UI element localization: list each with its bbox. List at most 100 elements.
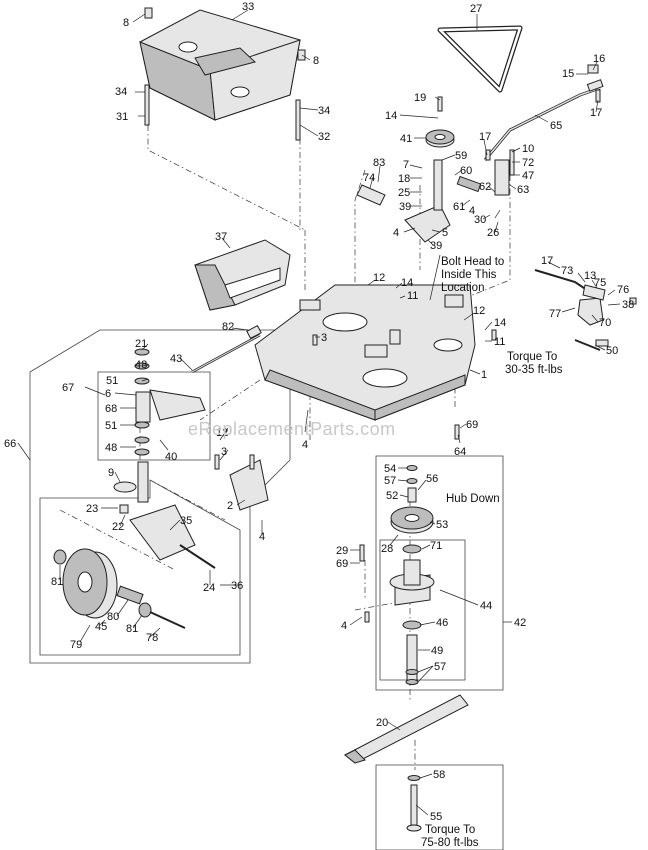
- callout-21: 21: [135, 338, 147, 350]
- callout-63: 63: [517, 184, 529, 196]
- callout-22: 22: [112, 521, 124, 533]
- spindle-pulley: [390, 465, 434, 534]
- mower-blade: [344, 694, 469, 764]
- callout-6: 6: [105, 388, 111, 400]
- callout-9: 9: [108, 467, 114, 479]
- callout-50: 50: [606, 345, 618, 357]
- callout-43: 43: [170, 353, 182, 365]
- callout-15: 15: [562, 68, 574, 80]
- callout-60: 60: [460, 165, 472, 177]
- note-hub-down: Hub Down: [446, 493, 500, 505]
- callout-33: 33: [242, 1, 254, 13]
- note-torque-30-line1: Torque To: [507, 351, 557, 363]
- callout-2: 2: [227, 500, 233, 512]
- callout-12: 12: [216, 427, 228, 439]
- callout-labels: 8 33 27 8 16 15 17 34 19 14 31 34 32 65 …: [4, 1, 634, 823]
- callout-37: 37: [215, 231, 227, 243]
- callout-28: 28: [381, 543, 393, 555]
- callout-11: 11: [407, 290, 418, 302]
- hardware-bolts: [119, 7, 637, 623]
- drive-belt: [437, 25, 523, 93]
- callout-72: 72: [522, 157, 534, 169]
- callout-55: 55: [430, 811, 442, 823]
- callout-78: 78: [146, 632, 158, 644]
- callout-34: 34: [115, 86, 127, 98]
- callout-66: 66: [4, 438, 16, 450]
- callout-25: 25: [398, 187, 410, 199]
- watermark: eReplacementParts.com: [188, 419, 396, 439]
- group-boxes: [29, 329, 504, 850]
- callout-27: 27: [470, 3, 482, 15]
- note-bolt-head-line2: Inside This: [441, 269, 497, 281]
- callout-81: 81: [126, 623, 138, 635]
- blade-bolt: [406, 775, 422, 832]
- callout-5: 5: [442, 227, 448, 239]
- callout-80: 80: [107, 611, 119, 623]
- callout-67: 67: [62, 382, 74, 394]
- callout-76: 76: [617, 284, 629, 296]
- callout-44: 44: [480, 600, 492, 612]
- caster-wheel: [53, 548, 186, 629]
- callout-8: 8: [123, 17, 129, 29]
- callout-18: 18: [398, 173, 410, 185]
- callout-29: 29: [336, 545, 348, 557]
- note-torque-30-line2: 30-35 ft-lbs: [505, 364, 563, 376]
- callout-73: 73: [561, 265, 573, 277]
- callout-3: 3: [221, 446, 227, 458]
- idler-arm-assembly: [356, 159, 510, 243]
- callout-68: 68: [105, 403, 117, 415]
- callout-17: 17: [479, 131, 491, 143]
- assembly-notes: Bolt Head to Inside This Location Torque…: [421, 256, 563, 849]
- callout-30: 30: [474, 214, 486, 226]
- callout-4: 4: [259, 531, 265, 543]
- callout-38: 38: [622, 299, 634, 311]
- callout-1: 1: [481, 369, 487, 381]
- callout-16: 16: [593, 53, 605, 65]
- callout-13: 13: [584, 270, 596, 282]
- callout-7: 7: [403, 159, 409, 171]
- lift-rod: [191, 324, 262, 374]
- idler-pulley: [425, 129, 455, 148]
- mower-deck: [254, 284, 476, 421]
- callout-23: 23: [86, 503, 98, 515]
- callout-77: 77: [549, 308, 561, 320]
- callout-17: 17: [590, 107, 602, 119]
- callout-49: 49: [431, 645, 443, 657]
- callout-47: 47: [522, 170, 534, 182]
- callout-32: 32: [318, 131, 330, 143]
- callout-4: 4: [393, 227, 399, 239]
- callout-54: 54: [384, 463, 396, 475]
- note-torque-75-line1: Torque To: [425, 824, 475, 836]
- callout-12: 12: [473, 305, 485, 317]
- deck-bracket: [229, 459, 269, 511]
- callout-11: 11: [494, 336, 505, 348]
- callout-79: 79: [70, 639, 82, 651]
- callout-56: 56: [426, 473, 438, 485]
- callout-4: 4: [341, 620, 347, 632]
- deck-cover-hood: [139, 9, 301, 121]
- callout-74: 74: [363, 172, 375, 184]
- callout-40: 40: [165, 451, 177, 463]
- callout-48: 48: [105, 442, 117, 454]
- callout-75: 75: [594, 277, 606, 289]
- callout-81: 81: [51, 576, 63, 588]
- callout-41: 41: [400, 133, 412, 145]
- callout-34: 34: [318, 105, 330, 117]
- callout-36: 36: [231, 580, 243, 592]
- callout-39: 39: [399, 201, 411, 213]
- callout-4: 4: [302, 439, 308, 451]
- callout-61: 61: [453, 201, 465, 213]
- callout-17: 17: [541, 255, 553, 267]
- callout-65: 65: [550, 120, 562, 132]
- note-bolt-head-line3: Location: [441, 282, 484, 294]
- control-rod: [483, 79, 604, 161]
- callout-53: 53: [436, 519, 448, 531]
- spindle-housing: [389, 544, 435, 685]
- leader-lines: [17, 9, 621, 816]
- callout-14: 14: [385, 110, 397, 122]
- callout-69: 69: [466, 419, 478, 431]
- callout-35: 35: [180, 515, 192, 527]
- callout-14: 14: [401, 277, 413, 289]
- callout-70: 70: [599, 317, 611, 329]
